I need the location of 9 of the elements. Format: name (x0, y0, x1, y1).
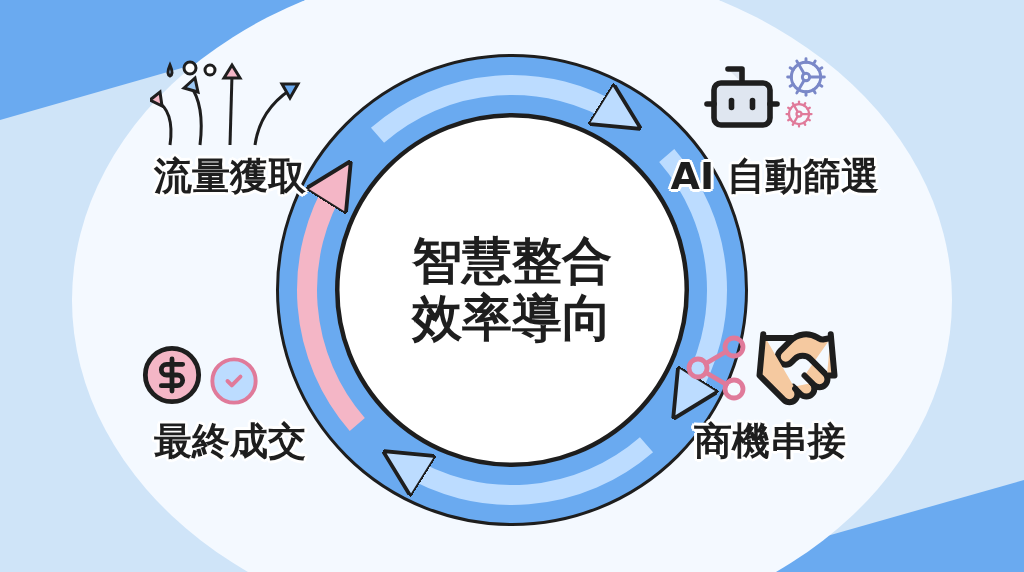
cycle-arrow (658, 149, 727, 422)
stage-label: 最終成交 (154, 417, 306, 465)
center-title: 智慧整合效率導向 (410, 232, 613, 348)
stage-label: 流量獲取 (154, 152, 306, 200)
cycle-arrow (380, 436, 653, 505)
cycle-arrow (371, 75, 644, 144)
stage-label: AI 自動篩選 (670, 152, 880, 200)
stage-label: 商機串接 (694, 417, 846, 465)
cycle-arrow (297, 158, 366, 431)
